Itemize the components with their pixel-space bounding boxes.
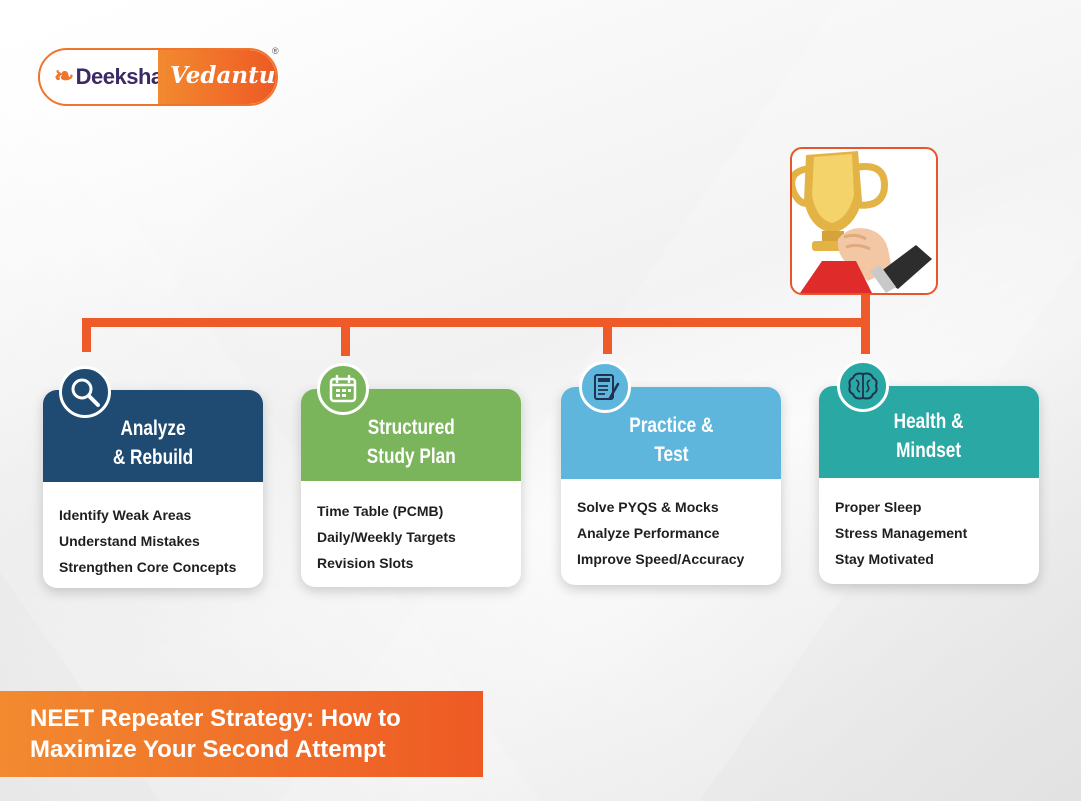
logo-vedantu-panel: Vedantu	[158, 50, 276, 104]
card-title: Structured Study Plan	[366, 416, 456, 468]
list-item: Revision Slots	[317, 555, 414, 571]
timeline-connector	[861, 295, 870, 354]
brand-logo: ❧Deeksha Vedantu	[38, 48, 278, 106]
list-item: Solve PYQS & Mocks	[577, 499, 719, 515]
step-card-analyze: Analyze & Rebuild Identify Weak Areas Un…	[43, 366, 263, 588]
magnifier-icon	[59, 366, 111, 418]
timeline-connector	[341, 318, 350, 356]
test-sheet-icon	[579, 361, 631, 413]
list-item: Time Table (PCMB)	[317, 503, 444, 519]
card-item-list: Solve PYQS & Mocks Analyze Performance I…	[577, 494, 744, 572]
step-card-study-plan: Structured Study Plan Time Table (PCMB) …	[301, 363, 521, 587]
title-banner: NEET Repeater Strategy: How to Maximize …	[0, 691, 483, 777]
step-card-practice: Practice & Test Solve PYQS & Mocks Analy…	[561, 361, 781, 585]
list-item: Improve Speed/Accuracy	[577, 551, 745, 567]
list-item: Analyze Performance	[577, 525, 720, 541]
list-item: Stay Motivated	[835, 551, 934, 567]
card-title: Analyze & Rebuild	[112, 417, 194, 469]
timeline-connector	[82, 318, 91, 352]
card-title: Practice & Test	[628, 414, 714, 466]
page-title: NEET Repeater Strategy: How to Maximize …	[30, 705, 401, 763]
step-card-health: Health & Mindset Proper Sleep Stress Man…	[819, 360, 1039, 584]
timeline-bar	[82, 318, 870, 327]
flame-icon: ❧	[54, 63, 74, 90]
brain-icon	[837, 360, 889, 412]
logo-vedantu-text: Vedantu	[170, 62, 276, 89]
logo-deeksha-text: Deeksha	[75, 64, 164, 89]
card-item-list: Time Table (PCMB) Daily/Weekly Targets R…	[317, 498, 456, 576]
list-item: Identify Weak Areas	[59, 507, 192, 523]
trophy-hand-icon	[792, 151, 932, 293]
list-item: Strengthen Core Concepts	[59, 559, 237, 575]
card-item-list: Proper Sleep Stress Management Stay Moti…	[835, 494, 967, 572]
list-item: Stress Management	[835, 525, 968, 541]
list-item: Proper Sleep	[835, 499, 922, 515]
calendar-icon	[317, 363, 369, 415]
trophy-box	[790, 147, 938, 295]
card-title: Health & Mindset	[894, 410, 964, 462]
timeline-connector	[603, 318, 612, 354]
list-item: Understand Mistakes	[59, 533, 200, 549]
list-item: Daily/Weekly Targets	[317, 529, 456, 545]
card-item-list: Identify Weak Areas Understand Mistakes …	[59, 502, 236, 580]
registered-mark: ®	[272, 46, 279, 56]
